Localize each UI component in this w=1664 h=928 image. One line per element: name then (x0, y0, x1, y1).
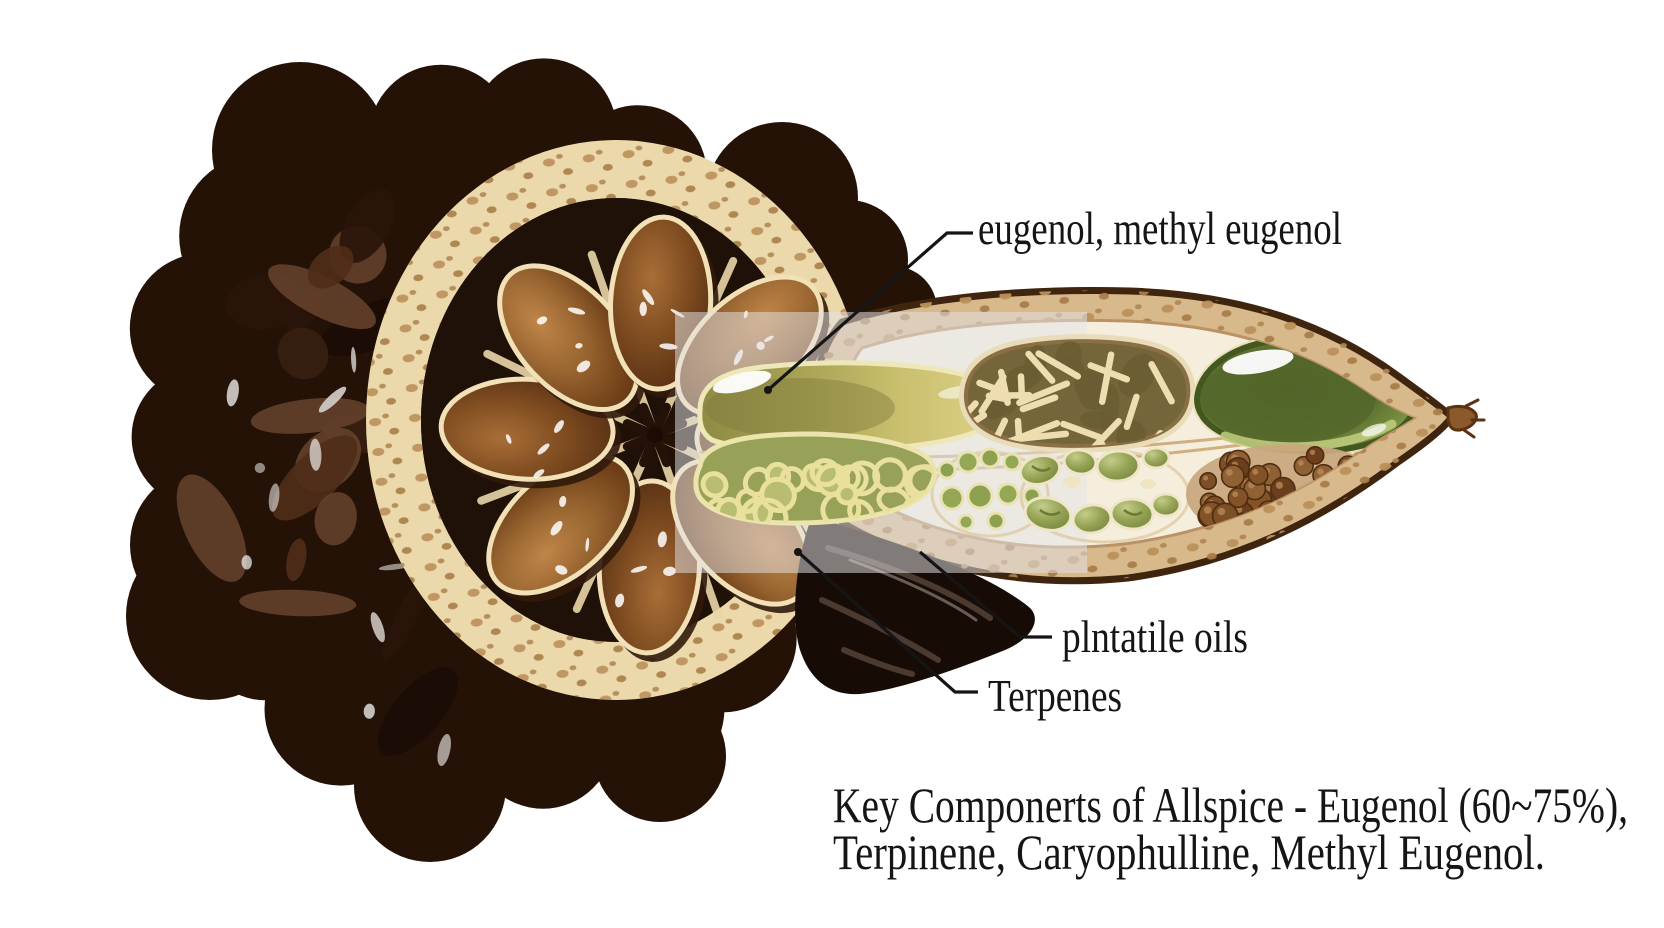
label-terpenes: Terpenes (988, 670, 1122, 721)
label-volatile-oils: plntatile oils (1062, 612, 1248, 662)
berry-cross-section (126, 58, 937, 862)
leader-line-volatile-oils (918, 550, 1052, 639)
green-bean-group (1018, 446, 1182, 535)
berry-husk-gloss-highlights (226, 347, 451, 766)
caption-line-1: Key Componerts of Allspice - Eugenol (60… (833, 777, 1628, 833)
label-eugenol: eugenol, methyl eugenol (978, 203, 1342, 255)
leader-lines (764, 231, 1052, 694)
pod-stem-tip (1446, 398, 1486, 439)
mesh-capsule (959, 334, 1196, 453)
oil-bead-row (937, 447, 1042, 531)
berry-core-star (622, 402, 688, 468)
leader-line-eugenol (764, 231, 973, 394)
leader-line-terpenes (794, 548, 978, 694)
berry-husk-wrinkles (176, 188, 458, 756)
caption-line-2: Terpinene, Caryophulline, Methyl Eugenol… (833, 824, 1545, 880)
